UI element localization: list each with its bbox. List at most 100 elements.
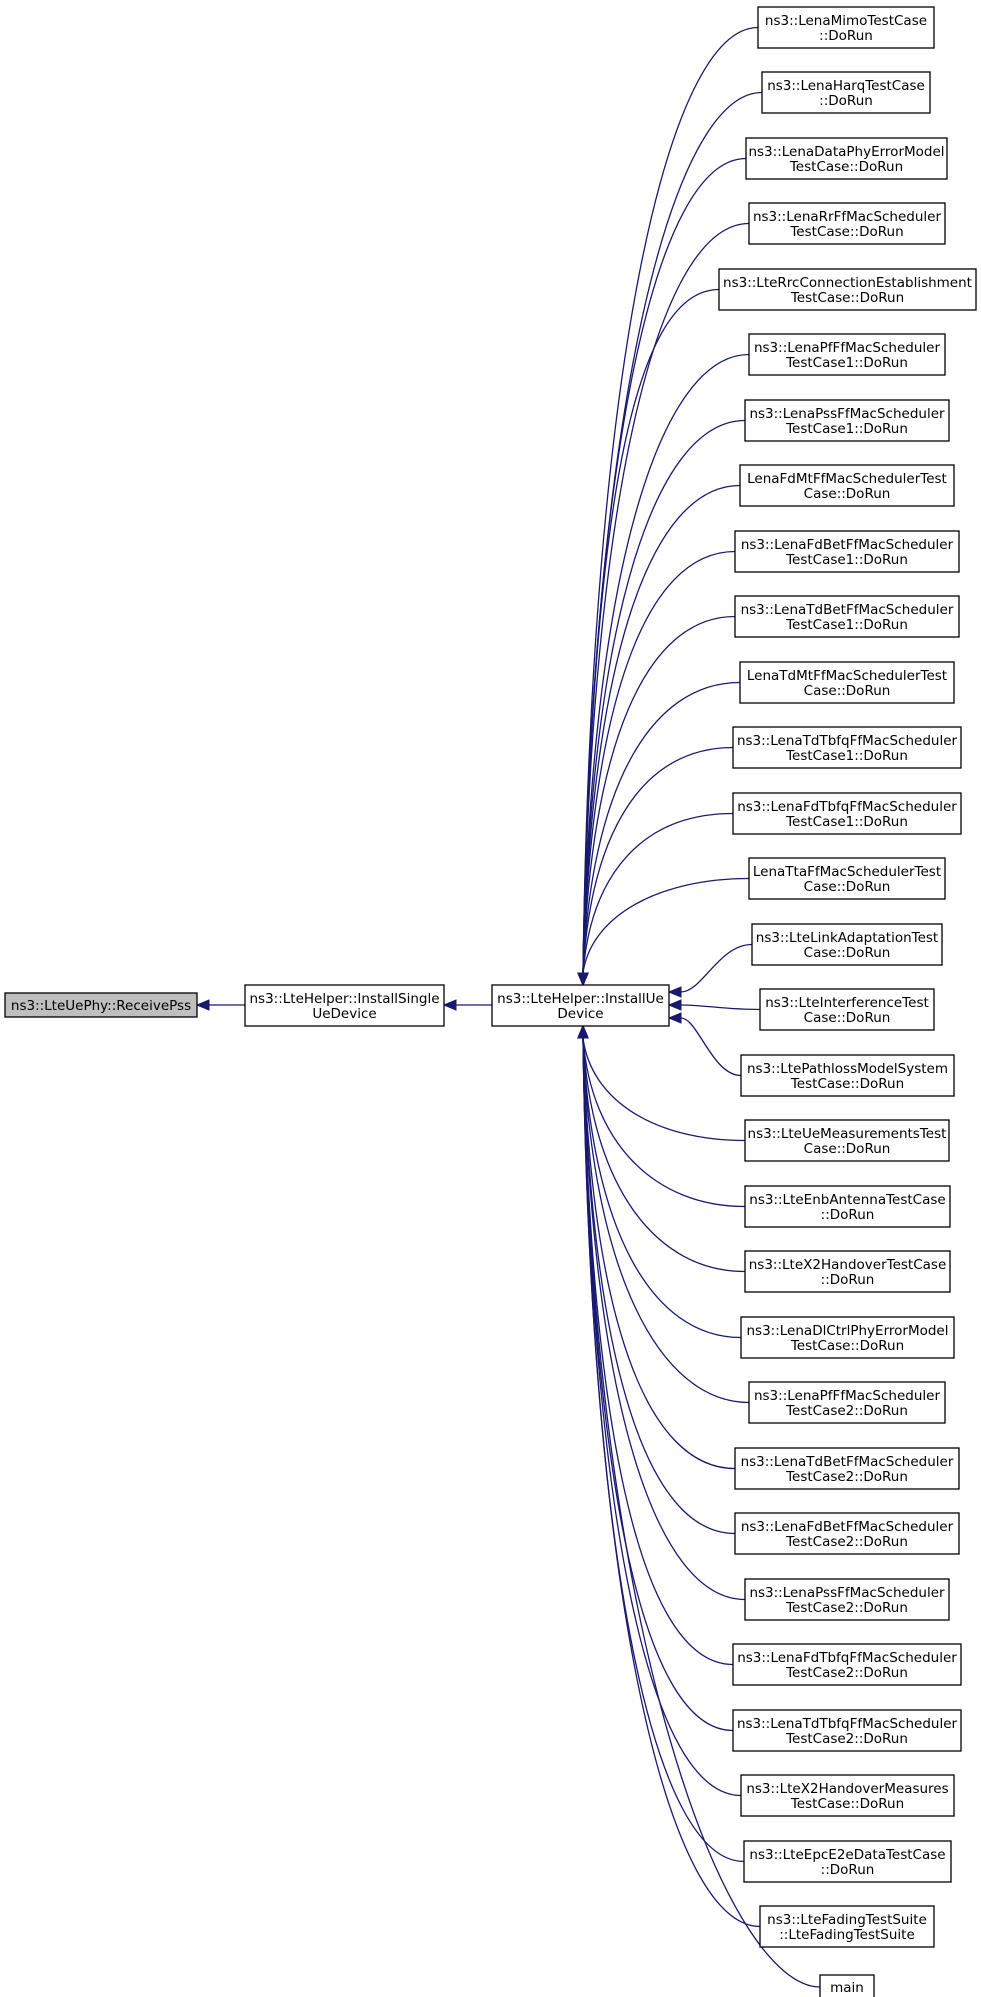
node-caller-c02[interactable]: ns3::LenaHarqTestCase::DoRun — [761, 71, 931, 114]
node-caller-c09-label-1: ns3::LenaFdBetFfMacScheduler — [741, 537, 954, 553]
edge-c30-to-install-ue — [582, 1037, 761, 1928]
node-caller-c31-label-1: main — [830, 1980, 864, 1996]
node-caller-c14-label-1: LenaTtaFfMacSchedulerTest — [753, 864, 941, 880]
node-caller-c03-box — [745, 137, 948, 180]
node-caller-c26-label-2: TestCase2::DoRun — [785, 1665, 908, 1681]
node-caller-c23[interactable]: ns3::LenaTdBetFfMacSchedulerTestCase2::D… — [734, 1447, 960, 1490]
node-install-single-ue-device-label-2: UeDevice — [312, 1006, 376, 1022]
edge-c07-to-install-ue — [582, 419, 746, 974]
edge-c06-to-install-ue — [582, 353, 750, 974]
node-caller-c01-label-2: ::DoRun — [819, 28, 873, 44]
edge-c13-to-install-ue — [582, 812, 734, 974]
node-caller-c12[interactable]: ns3::LenaTdTbfqFfMacSchedulerTestCase1::… — [732, 726, 962, 769]
node-caller-c17[interactable]: ns3::LtePathlossModelSystemTestCase::DoR… — [740, 1054, 955, 1097]
node-caller-c18-box — [744, 1119, 950, 1162]
node-caller-c01-label-1: ns3::LenaMimoTestCase — [765, 13, 927, 29]
node-caller-c13[interactable]: ns3::LenaFdTbfqFfMacSchedulerTestCase1::… — [732, 792, 962, 835]
node-caller-c03[interactable]: ns3::LenaDataPhyErrorModelTestCase::DoRu… — [745, 137, 948, 180]
node-caller-c29-label-2: ::DoRun — [821, 1862, 875, 1878]
node-caller-c17-label-2: TestCase::DoRun — [790, 1076, 904, 1092]
node-caller-c13-label-2: TestCase1::DoRun — [785, 814, 908, 830]
node-caller-c21[interactable]: ns3::LenaDlCtrlPhyErrorModelTestCase::Do… — [740, 1316, 955, 1359]
node-caller-c04-label-2: TestCase::DoRun — [789, 224, 903, 240]
edge-c22-to-install-ue — [582, 1037, 750, 1404]
node-receive-pss[interactable]: ns3::LteUePhy::ReceivePss — [4, 992, 198, 1018]
node-caller-c08-box — [739, 464, 955, 507]
node-caller-c04-label-1: ns3::LenaRrFfMacScheduler — [753, 209, 942, 225]
node-caller-c30-box — [759, 1905, 935, 1948]
edge-c15-to-install-ue — [680, 943, 753, 993]
node-caller-c31-box — [819, 1974, 875, 1997]
node-caller-c30-label-2: ::LteFadingTestSuite — [779, 1927, 915, 1943]
node-caller-c07-label-1: ns3::LenaPssFfMacScheduler — [749, 406, 945, 422]
node-caller-c10-label-1: ns3::LenaTdBetFfMacScheduler — [741, 602, 954, 618]
node-caller-c28[interactable]: ns3::LteX2HandoverMeasuresTestCase::DoRu… — [740, 1774, 955, 1817]
node-caller-c16-box — [759, 988, 935, 1031]
node-receive-pss-label-1: ns3::LteUePhy::ReceivePss — [11, 998, 191, 1014]
node-caller-c02-box — [761, 71, 931, 114]
node-caller-c10-label-2: TestCase1::DoRun — [785, 617, 908, 633]
node-caller-c08-label-1: LenaFdMtFfMacSchedulerTest — [747, 471, 947, 487]
node-caller-c30[interactable]: ns3::LteFadingTestSuite::LteFadingTestSu… — [759, 1905, 935, 1948]
node-caller-c21-box — [740, 1316, 955, 1359]
node-caller-c24[interactable]: ns3::LenaFdBetFfMacSchedulerTestCase2::D… — [734, 1512, 960, 1555]
node-caller-c28-box — [740, 1774, 955, 1817]
node-caller-c07-box — [744, 399, 950, 442]
node-caller-c21-label-2: TestCase::DoRun — [790, 1338, 904, 1354]
node-install-ue-device-box — [491, 984, 670, 1027]
node-caller-c10[interactable]: ns3::LenaTdBetFfMacSchedulerTestCase1::D… — [734, 595, 960, 638]
node-caller-c14-label-2: Case::DoRun — [804, 879, 891, 895]
edge-c23-to-install-ue — [582, 1037, 736, 1470]
node-install-ue-device-label-1: ns3::LteHelper::InstallUe — [497, 991, 664, 1007]
node-caller-c17-label-1: ns3::LtePathlossModelSystem — [747, 1061, 948, 1077]
node-caller-c26[interactable]: ns3::LenaFdTbfqFfMacSchedulerTestCase2::… — [732, 1643, 962, 1686]
node-caller-c03-label-1: ns3::LenaDataPhyErrorModel — [748, 144, 944, 160]
node-caller-c10-box — [734, 595, 960, 638]
node-caller-c06-box — [748, 333, 946, 376]
node-caller-c27-box — [732, 1709, 962, 1752]
node-caller-c18-label-1: ns3::LteUeMeasurementsTest — [748, 1126, 947, 1142]
node-caller-c20[interactable]: ns3::LteX2HandoverTestCase::DoRun — [744, 1250, 951, 1293]
node-caller-c31[interactable]: main — [819, 1974, 875, 1997]
arrow-to-install-single — [442, 999, 457, 1011]
edge-c16-to-install-ue — [680, 1004, 761, 1011]
node-caller-c07-label-2: TestCase1::DoRun — [785, 421, 908, 437]
node-caller-c15-label-2: Case::DoRun — [804, 945, 891, 961]
node-caller-c22-label-1: ns3::LenaPfFfMacScheduler — [754, 1388, 940, 1404]
node-install-single-ue-device-box — [244, 984, 445, 1027]
edge-c24-to-install-ue — [582, 1037, 736, 1535]
node-caller-c06[interactable]: ns3::LenaPfFfMacSchedulerTestCase1::DoRu… — [748, 333, 946, 376]
node-caller-c01[interactable]: ns3::LenaMimoTestCase::DoRun — [757, 6, 935, 49]
node-caller-c29-box — [743, 1840, 952, 1883]
node-caller-c05[interactable]: ns3::LteRrcConnectionEstablishmentTestCa… — [718, 268, 977, 311]
edge-c04-to-install-ue — [582, 222, 750, 974]
node-caller-c29[interactable]: ns3::LteEpcE2eDataTestCase::DoRun — [743, 1840, 952, 1883]
edge-c25-to-install-ue — [582, 1037, 746, 1601]
node-caller-c25[interactable]: ns3::LenaPssFfMacSchedulerTestCase2::DoR… — [744, 1578, 950, 1621]
node-caller-c22[interactable]: ns3::LenaPfFfMacSchedulerTestCase2::DoRu… — [748, 1381, 946, 1424]
node-install-single-ue-device-label-1: ns3::LteHelper::InstallSingle — [249, 991, 439, 1007]
node-caller-c27-label-2: TestCase2::DoRun — [785, 1731, 908, 1747]
node-caller-c07[interactable]: ns3::LenaPssFfMacSchedulerTestCase1::DoR… — [744, 399, 950, 442]
node-caller-c19[interactable]: ns3::LteEnbAntennaTestCase::DoRun — [744, 1185, 951, 1228]
node-caller-c24-label-1: ns3::LenaFdBetFfMacScheduler — [741, 1519, 954, 1535]
node-caller-c25-label-1: ns3::LenaPssFfMacScheduler — [749, 1585, 945, 1601]
node-caller-c09[interactable]: ns3::LenaFdBetFfMacSchedulerTestCase1::D… — [734, 530, 960, 573]
arrow-c17 — [667, 1012, 682, 1024]
node-caller-c11-box — [739, 661, 955, 704]
node-caller-c23-label-2: TestCase2::DoRun — [785, 1469, 908, 1485]
node-caller-c27[interactable]: ns3::LenaTdTbfqFfMacSchedulerTestCase2::… — [732, 1709, 962, 1752]
node-caller-c14-box — [748, 857, 946, 900]
edge-c28-to-install-ue — [582, 1037, 742, 1797]
node-caller-c09-box — [734, 530, 960, 573]
node-caller-c30-label-1: ns3::LteFadingTestSuite — [767, 1912, 927, 1928]
